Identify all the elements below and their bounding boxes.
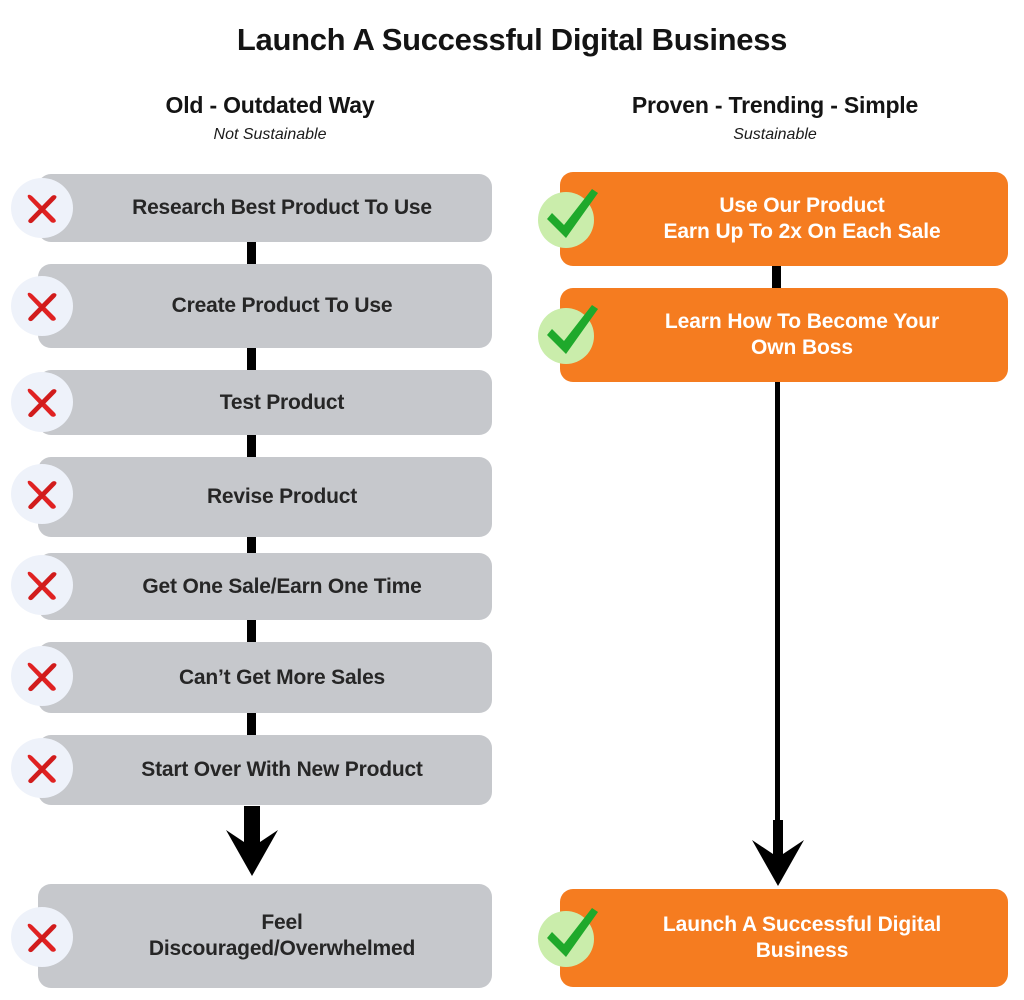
step-label: Start Over With New Product bbox=[141, 758, 423, 782]
outcome-label-line1: Launch A Successful Digital bbox=[662, 913, 942, 937]
step-box[interactable]: Research Best Product To Use bbox=[38, 174, 492, 242]
step-label: Get One Sale/Earn One Time bbox=[142, 574, 422, 598]
connector-dash bbox=[247, 620, 256, 642]
step-label-line1: Learn How To Become Your bbox=[664, 310, 940, 334]
step-box[interactable]: Use Our Product Earn Up To 2x On Each Sa… bbox=[560, 172, 1008, 266]
outcome-box[interactable]: Feel Discouraged/Overwhelmed bbox=[38, 884, 492, 988]
step-label: Can’t Get More Sales bbox=[178, 665, 386, 689]
step-box[interactable]: Create Product To Use bbox=[38, 264, 492, 348]
connector-line bbox=[775, 382, 780, 830]
step-label: Create Product To Use bbox=[171, 294, 393, 318]
step-label-line2: Earn Up To 2x On Each Sale bbox=[663, 220, 941, 243]
column-heading-old-way: Old - Outdated Way bbox=[165, 92, 375, 118]
step-box[interactable]: Get One Sale/Earn One Time bbox=[38, 553, 492, 620]
step-box[interactable]: Test Product bbox=[38, 370, 492, 435]
outcome-label-line2: Discouraged/Overwhelmed bbox=[148, 937, 416, 960]
column-header-right: Proven - Trending - Simple Sustainable bbox=[530, 92, 1020, 144]
outcome-label-line1: Feel bbox=[261, 911, 303, 935]
column-old-outdated-way: Research Best Product To Use Create Prod… bbox=[11, 174, 492, 988]
connector-dash bbox=[247, 537, 256, 559]
column-proven-trending-simple: Use Our Product Earn Up To 2x On Each Sa… bbox=[512, 0, 1024, 1000]
outcome-box[interactable]: Launch A Successful Digital Business bbox=[560, 889, 1008, 987]
flow-arrow-down-icon bbox=[740, 820, 816, 888]
step-box[interactable]: Can’t Get More Sales bbox=[38, 642, 492, 713]
column-heading-proven-way: Proven - Trending - Simple bbox=[631, 92, 919, 118]
connector-dash bbox=[247, 242, 256, 264]
step-label-line1: Use Our Product bbox=[719, 194, 885, 218]
outcome-label-line2: Business bbox=[755, 939, 849, 962]
column-subheading-sustainable: Sustainable bbox=[733, 126, 817, 143]
connector-dash bbox=[247, 435, 256, 457]
step-box[interactable]: Revise Product bbox=[38, 457, 492, 537]
connector-dash bbox=[247, 348, 256, 370]
step-box[interactable]: Learn How To Become Your Own Boss bbox=[560, 288, 1008, 382]
step-label-line2: Own Boss bbox=[751, 336, 853, 359]
step-label: Test Product bbox=[219, 390, 345, 414]
connector-dash bbox=[772, 266, 781, 288]
step-label: Revise Product bbox=[206, 485, 358, 509]
step-label: Research Best Product To Use bbox=[132, 196, 432, 220]
column-subheading-not-sustainable: Not Sustainable bbox=[213, 126, 327, 143]
flow-arrow-down-icon bbox=[212, 806, 292, 878]
connector-dash bbox=[247, 713, 256, 735]
column-header-left: Old - Outdated Way Not Sustainable bbox=[20, 92, 520, 144]
step-box[interactable]: Start Over With New Product bbox=[38, 735, 492, 805]
page-title: Launch A Successful Digital Business bbox=[236, 22, 788, 57]
